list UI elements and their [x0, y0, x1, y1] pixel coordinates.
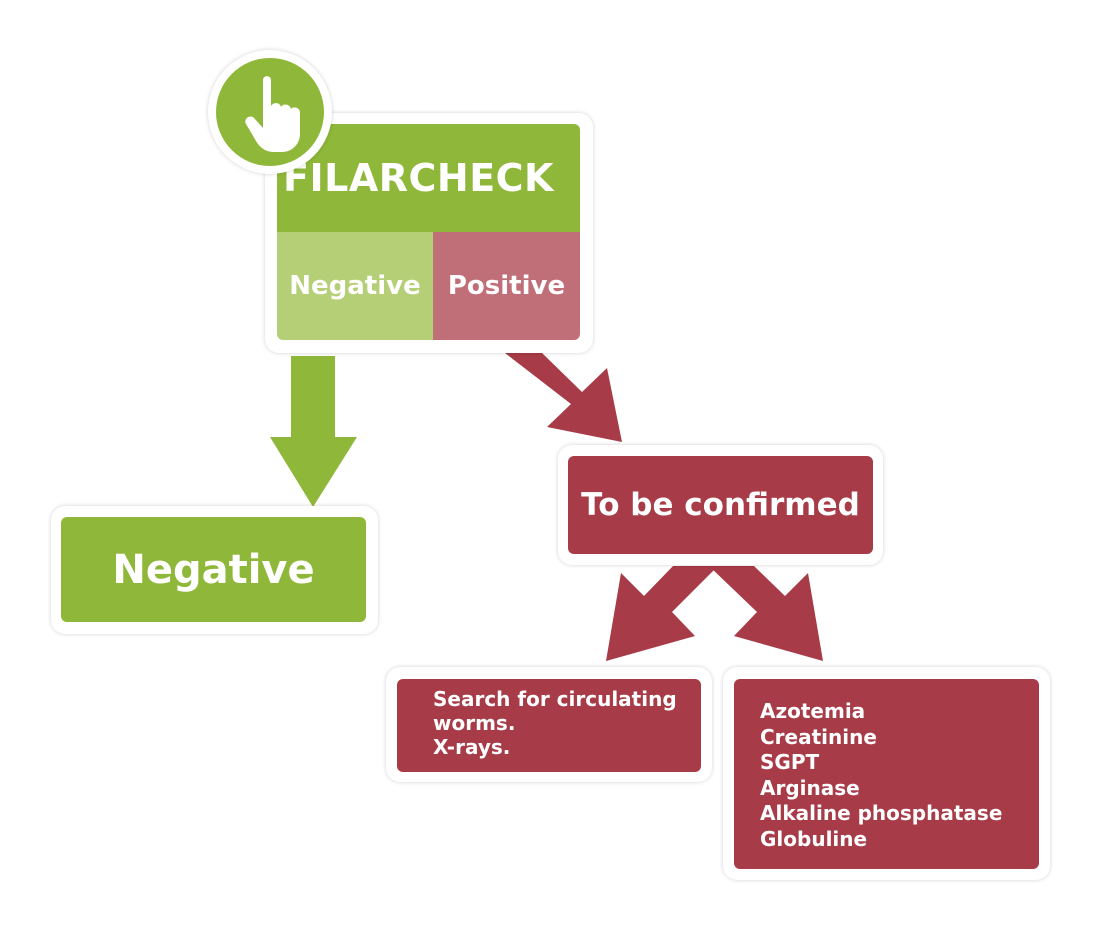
test-item: Globuline [760, 826, 868, 851]
to-be-confirmed-label: To be confirmed [568, 456, 873, 554]
test-item: SGPT [760, 750, 820, 774]
search-line: worms. [433, 711, 516, 735]
filarcheck-negative-label: Negative [277, 232, 433, 340]
filarcheck-title: FILARCHECK [277, 124, 580, 232]
arrow-to-search [606, 566, 718, 661]
search-line: Search for circulating [433, 687, 677, 711]
hand-badge-circle [216, 58, 324, 166]
filarcheck-positive-label: Positive [433, 232, 580, 340]
test-item: Azotemia [760, 699, 866, 723]
pointing-hand-icon [245, 76, 300, 152]
negative-result-label: Negative [61, 517, 366, 622]
search-worms-box: Search for circulating worms. X-rays. [397, 679, 701, 772]
test-item: Creatinine [760, 724, 877, 749]
blood-tests-box: Azotemia Creatinine SGPT Arginase Alkali… [734, 679, 1039, 869]
test-item: Arginase [760, 775, 860, 800]
search-line: X-rays. [433, 735, 511, 759]
test-item: Alkaline phosphatase [760, 801, 1003, 825]
hand-badge [208, 50, 332, 174]
arrow-to-confirmed [505, 353, 622, 442]
arrow-to-negative [270, 356, 357, 507]
filarcheck-panel: FILARCHECK Negative Positive [277, 124, 580, 340]
arrow-to-tests [709, 566, 823, 661]
